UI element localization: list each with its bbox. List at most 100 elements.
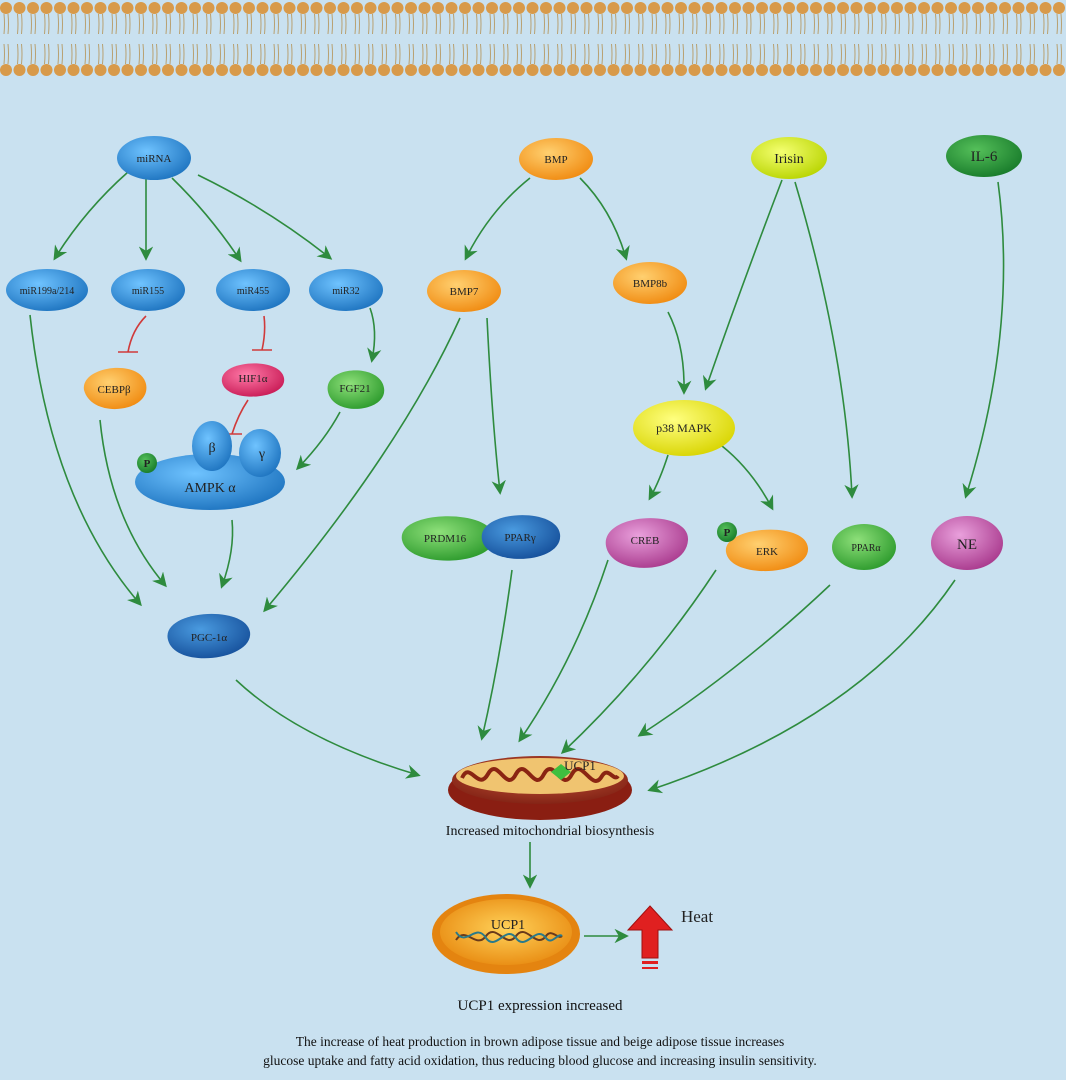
- lipid-tail: [925, 43, 927, 65]
- lipid-tail: [246, 13, 248, 35]
- lipid-tail: [210, 43, 212, 65]
- lipid-tail: [1033, 43, 1035, 65]
- lipid-head: [877, 64, 890, 76]
- lipid-tail: [628, 43, 630, 65]
- lipid-head: [27, 2, 39, 14]
- lipid-tail: [300, 13, 302, 35]
- lipid-head: [958, 64, 971, 76]
- lipid-head: [756, 64, 768, 76]
- lipid-tail: [1029, 43, 1031, 65]
- lipid-tail: [138, 13, 140, 35]
- lipid-head: [364, 64, 377, 76]
- lipid-tail: [1060, 43, 1062, 65]
- node-mir155-label: miR155: [132, 286, 164, 297]
- lipid-tail: [21, 43, 23, 65]
- lipid-head: [526, 64, 539, 76]
- lipid-head: [688, 64, 701, 76]
- lipid-head: [81, 2, 93, 14]
- lipid-head: [783, 64, 795, 76]
- lipid-tail: [192, 43, 194, 65]
- lipid-head: [67, 2, 80, 14]
- lipid-head: [486, 2, 498, 14]
- lipid-tail: [1047, 43, 1049, 65]
- lipid-tail: [422, 13, 424, 35]
- lipid-tail: [196, 13, 198, 35]
- lipid-tail: [597, 13, 599, 35]
- lipid-head: [445, 64, 458, 76]
- lipid-tail: [925, 13, 927, 35]
- lipid-tail: [408, 13, 410, 35]
- lipid-tail: [804, 13, 806, 35]
- lipid-tail: [237, 43, 239, 65]
- phospho-ampk-label: P: [144, 458, 151, 470]
- lipid-tail: [1006, 43, 1008, 65]
- lipid-head: [324, 2, 336, 14]
- lipid-tail: [395, 43, 397, 65]
- lipid-tail: [75, 13, 77, 35]
- lipid-tail: [979, 43, 981, 65]
- lipid-tail: [183, 13, 185, 35]
- heat-arrow: Heat: [626, 905, 713, 969]
- lipid-head: [972, 2, 984, 14]
- lipid-tail: [165, 43, 167, 65]
- lipid-tail: [354, 13, 356, 35]
- ucp1-gene-label: UCP1: [491, 918, 525, 933]
- lipid-head: [526, 2, 539, 14]
- lipid-tail: [881, 13, 883, 35]
- lipid-head: [1053, 64, 1065, 76]
- lipid-head: [729, 2, 741, 14]
- lipid-tail: [314, 13, 316, 35]
- lipid-tail: [341, 43, 343, 65]
- lipid-tail: [692, 13, 694, 35]
- lipid-tail: [183, 43, 185, 65]
- lipid-head: [162, 64, 174, 76]
- lipid-head: [175, 2, 188, 14]
- lipid-tail: [385, 43, 387, 65]
- lipid-tail: [399, 13, 401, 35]
- arrow-mir199-pgc1a: [29, 314, 142, 607]
- lipid-tail: [192, 13, 194, 35]
- lipid-tail: [34, 43, 36, 65]
- lipid-tail: [642, 43, 644, 65]
- lipid-tail: [1047, 13, 1049, 35]
- lipid-tail: [206, 43, 208, 65]
- lipid-tail: [152, 43, 154, 65]
- lipid-head: [189, 64, 201, 76]
- lipid-head: [337, 64, 350, 76]
- arrow-mirna-mir32: [197, 174, 333, 260]
- lipid-head: [378, 2, 390, 14]
- lipid-head: [418, 2, 431, 14]
- lipid-head: [310, 2, 323, 14]
- lipid-tail: [962, 13, 964, 35]
- lipid-head: [175, 64, 188, 76]
- lipid-tail: [422, 43, 424, 65]
- lipid-head: [243, 64, 255, 76]
- lipid-tail: [786, 43, 788, 65]
- lipid-head: [148, 2, 161, 14]
- lipid-tail: [746, 43, 748, 65]
- lipid-head: [742, 2, 755, 14]
- lipid-tail: [129, 13, 131, 35]
- lipid-head: [418, 64, 431, 76]
- node-ampk-complex: P β γ AMPK α: [135, 421, 285, 510]
- node-cebpb: CEBPβ: [83, 367, 147, 410]
- lipid-head: [904, 2, 917, 14]
- lipid-head: [459, 2, 471, 14]
- lipid-tail: [88, 13, 90, 35]
- node-mirna: miRNA: [117, 136, 191, 180]
- lipid-head: [918, 2, 930, 14]
- lipid-head: [378, 64, 390, 76]
- lipid-head: [688, 2, 701, 14]
- lipid-tail: [844, 43, 846, 65]
- lipid-tail: [156, 13, 158, 35]
- lipid-tail: [894, 43, 896, 65]
- lipid-tail: [584, 43, 586, 65]
- lipid-tail: [966, 13, 968, 35]
- lipid-head: [202, 64, 215, 76]
- lipid-tail: [655, 43, 657, 65]
- lipid-tail: [277, 43, 279, 65]
- lipid-tail: [84, 43, 86, 65]
- lipid-tail: [800, 13, 802, 35]
- lipid-head: [0, 64, 12, 76]
- lipid-tail: [682, 13, 684, 35]
